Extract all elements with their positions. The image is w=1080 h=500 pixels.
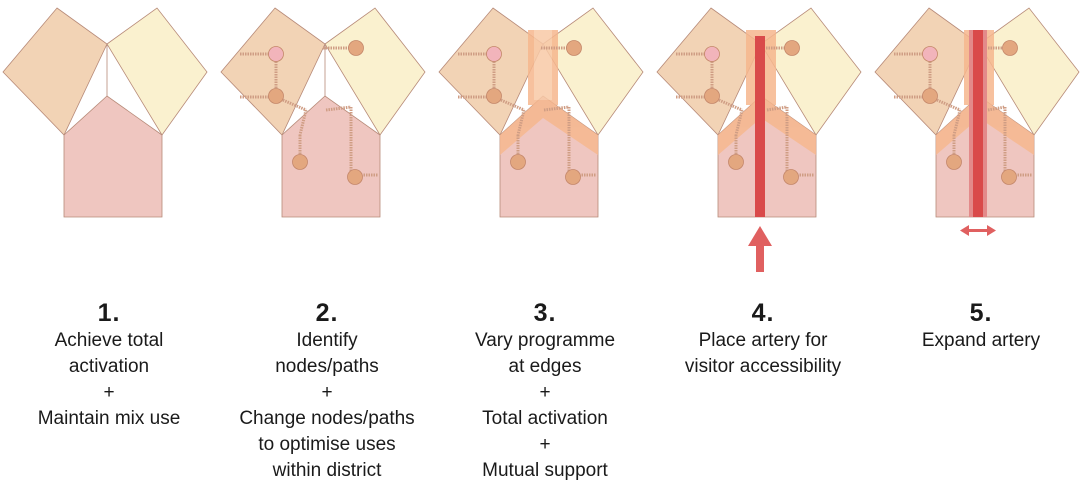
node	[566, 40, 582, 56]
node	[565, 169, 581, 185]
step-number: 1.	[97, 299, 121, 327]
caption-line: Total activation	[482, 408, 608, 429]
node	[783, 169, 799, 185]
caption-line: activation	[68, 356, 150, 377]
step-4-caption: 4. Place artery for visitor accessibilit…	[654, 298, 872, 380]
right-district	[760, 7, 862, 136]
nodes	[486, 40, 582, 185]
node	[946, 154, 962, 170]
caption-line: Maintain mix use	[37, 408, 181, 429]
node	[486, 88, 502, 104]
node	[728, 154, 744, 170]
caption-line: Place artery for	[698, 330, 828, 351]
caption-line: visitor accessibility	[684, 356, 842, 377]
node	[486, 46, 502, 62]
node	[784, 40, 800, 56]
step-number: 4.	[751, 299, 775, 327]
paths	[676, 46, 814, 177]
step-5-caption: 5. Expand artery	[872, 298, 1080, 354]
caption-line: at edges	[508, 356, 582, 377]
caption-line: within district	[272, 460, 382, 481]
artery	[973, 30, 983, 217]
double-arrow-icon	[960, 225, 996, 236]
nodes	[268, 40, 364, 185]
caption-line: Change nodes/paths	[239, 408, 415, 429]
caption-line: to optimise uses	[258, 434, 396, 455]
caption-line: Identify	[296, 330, 358, 351]
node	[268, 46, 284, 62]
step-5: 5. Expand artery	[872, 0, 1080, 500]
step-number: 3.	[533, 299, 557, 327]
step-1: 1. Achieve total activation + Maintain m…	[0, 0, 218, 500]
bottom-district	[63, 95, 163, 218]
step-3: 3. Vary programme at edges + Total activ…	[436, 0, 654, 500]
caption-line: Expand artery	[921, 330, 1041, 351]
node	[510, 154, 526, 170]
step-number: 2.	[315, 299, 339, 327]
step-3-caption: 3. Vary programme at edges + Total activ…	[436, 298, 654, 484]
nodes	[922, 40, 1018, 185]
node	[1001, 169, 1017, 185]
caption-plus: +	[321, 382, 333, 403]
caption-line: Vary programme	[474, 330, 616, 351]
node	[347, 169, 363, 185]
caption-line: nodes/paths	[275, 356, 379, 377]
bottom-district	[281, 95, 381, 218]
caption-plus: +	[539, 434, 551, 455]
node	[704, 88, 720, 104]
right-district	[978, 7, 1080, 136]
caption-plus: +	[539, 382, 551, 403]
right-district	[106, 7, 208, 136]
step-4-diagram	[656, 7, 862, 272]
caption-line: Achieve total	[54, 330, 164, 351]
step-2: 2. Identify nodes/paths + Change nodes/p…	[218, 0, 436, 500]
node	[348, 40, 364, 56]
right-district	[324, 7, 426, 136]
node	[1002, 40, 1018, 56]
step-2-diagram	[220, 7, 426, 218]
step-5-diagram	[874, 7, 1080, 236]
step-2-caption: 2. Identify nodes/paths + Change nodes/p…	[218, 298, 436, 484]
caption-plus: +	[103, 382, 115, 403]
up-arrow-icon	[748, 226, 772, 272]
node	[922, 88, 938, 104]
node	[268, 88, 284, 104]
step-number: 5.	[969, 299, 993, 327]
step-1-caption: 1. Achieve total activation + Maintain m…	[0, 298, 218, 432]
step-1-diagram	[2, 7, 208, 218]
node	[704, 46, 720, 62]
artery	[755, 36, 765, 217]
node	[292, 154, 308, 170]
nodes	[704, 40, 800, 185]
node	[922, 46, 938, 62]
right-district	[542, 7, 644, 136]
caption-line: Mutual support	[482, 460, 608, 481]
step-4: 4. Place artery for visitor accessibilit…	[654, 0, 872, 500]
step-3-diagram	[438, 7, 644, 218]
